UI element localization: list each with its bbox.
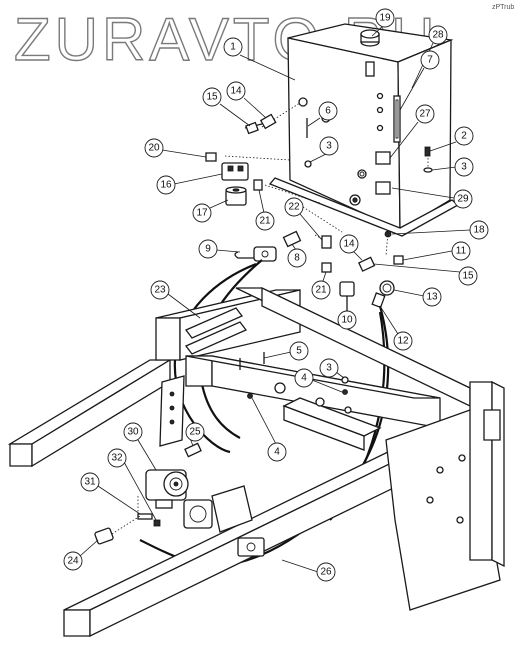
callout-29-label: 29 [457, 194, 469, 205]
callout-10-label: 10 [341, 315, 353, 326]
callout-15a-label: 15 [206, 92, 218, 103]
callout-26 [316, 562, 336, 582]
callout-22 [284, 197, 304, 217]
callouts: 19 28 1 7 15 14 6 27 2 20 [63, 8, 489, 582]
callout-12 [393, 331, 413, 351]
callout-12-label: 12 [397, 336, 409, 347]
callout-21b-label: 21 [315, 285, 327, 296]
callout-15 [458, 266, 478, 286]
callout-14a-label: 14 [230, 86, 242, 97]
callout-20-label: 20 [148, 143, 160, 154]
callout-14b-label: 14 [343, 239, 355, 250]
callout-16-label: 16 [160, 180, 172, 191]
callout-25 [185, 422, 205, 442]
callout-11-label: 11 [456, 246, 467, 257]
callout-21 [255, 211, 275, 231]
callout-27-label: 27 [419, 109, 431, 120]
callout-14 [339, 234, 359, 254]
callout-3 [454, 157, 474, 177]
callout-21a-label: 21 [259, 216, 271, 227]
tank-fittings [205, 113, 404, 312]
callout-8 [287, 248, 307, 268]
callout-24 [63, 551, 83, 571]
callout-32 [107, 448, 127, 468]
callout-18 [469, 220, 489, 240]
callout-10 [337, 310, 357, 330]
callout-29 [453, 189, 473, 209]
callout-26-label: 26 [320, 567, 332, 578]
callout-25-label: 25 [189, 427, 201, 438]
callout-7 [420, 50, 440, 70]
callout-30-label: 30 [127, 427, 139, 438]
callout-28-label: 28 [432, 30, 444, 41]
callout-15b-label: 15 [462, 271, 474, 282]
callout-5-label: 5 [296, 346, 302, 357]
callout-22-label: 22 [288, 202, 300, 213]
callout-4 [294, 368, 314, 388]
pump-assembly [94, 442, 265, 557]
callout-2-label: 2 [461, 131, 467, 142]
callout-8-label: 8 [294, 253, 300, 264]
callout-13 [422, 287, 442, 307]
callout-1-label: 1 [230, 42, 236, 53]
callout-23 [150, 280, 170, 300]
callout-32-label: 32 [111, 453, 123, 464]
callout-17-label: 17 [196, 208, 208, 219]
callout-31-label: 31 [84, 477, 96, 488]
callout-4a-label: 4 [301, 373, 307, 384]
callout-3 [319, 358, 339, 378]
callout-21 [311, 280, 331, 300]
callout-5 [289, 341, 309, 361]
callout-15 [202, 87, 222, 107]
callout-1 [223, 37, 243, 57]
callout-31 [80, 472, 100, 492]
callout-24-label: 24 [67, 556, 79, 567]
callout-19-label: 19 [379, 13, 391, 24]
callout-6 [318, 101, 338, 121]
callout-3b-label: 3 [461, 162, 467, 173]
callout-4 [267, 442, 287, 462]
callout-17 [192, 203, 212, 223]
callout-3 [319, 136, 339, 156]
callout-9 [198, 239, 218, 259]
callout-3c-label: 3 [326, 363, 332, 374]
callout-7-label: 7 [427, 55, 433, 66]
callout-9-label: 9 [205, 244, 211, 255]
callout-3a-label: 3 [326, 141, 332, 152]
callout-19 [375, 8, 395, 28]
callout-2 [454, 126, 474, 146]
callout-6-label: 6 [325, 106, 331, 117]
callout-4b-label: 4 [274, 447, 280, 458]
callout-16 [156, 175, 176, 195]
callout-23-label: 23 [154, 285, 166, 296]
callout-14 [226, 81, 246, 101]
main-frame [7, 286, 505, 638]
callout-20 [144, 138, 164, 158]
corner-tag: zPTrub [492, 4, 514, 11]
callout-18-label: 18 [473, 225, 485, 236]
callout-13-label: 13 [426, 292, 438, 303]
hydraulic-tank [268, 23, 460, 238]
callout-28 [428, 25, 448, 45]
callout-11 [451, 241, 471, 261]
callout-30 [123, 422, 143, 442]
callout-27 [415, 104, 435, 124]
